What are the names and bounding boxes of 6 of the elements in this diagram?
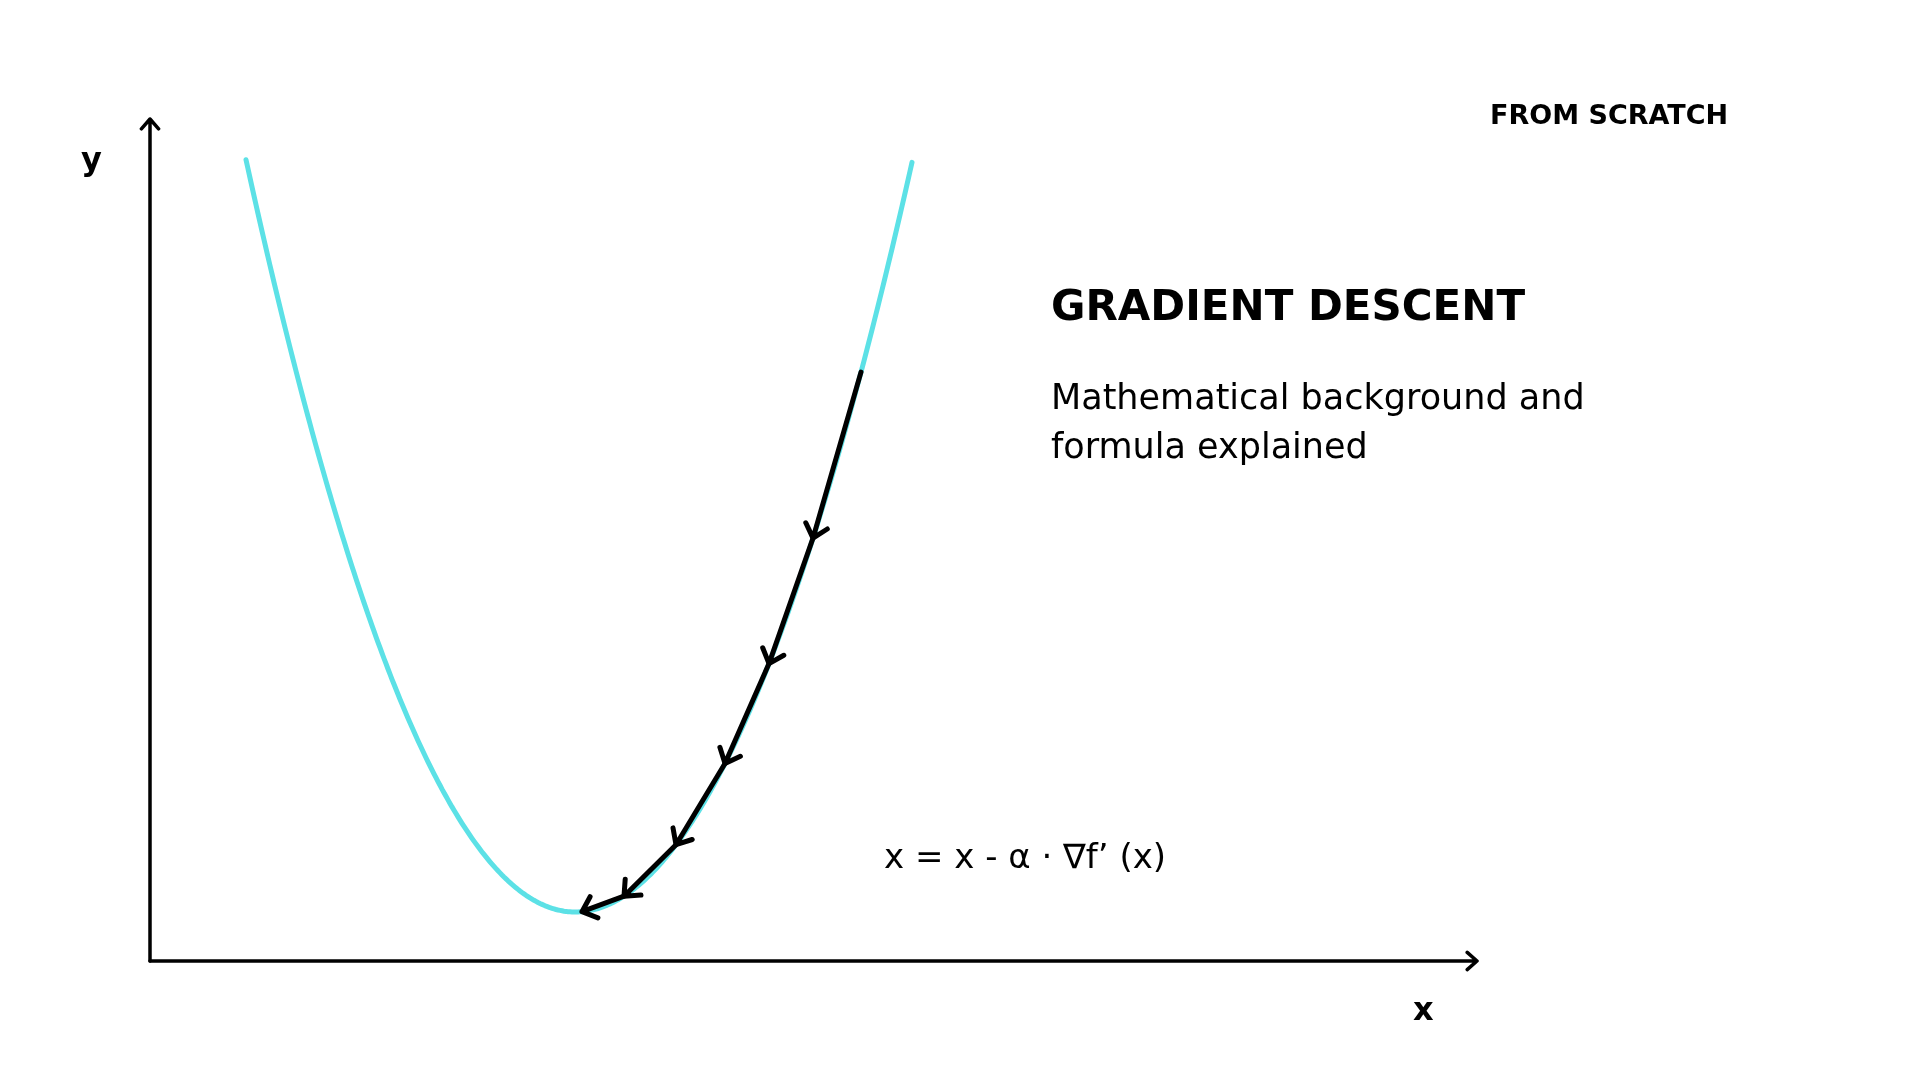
formula: x = x - α · ∇f’ (x): [884, 836, 1167, 877]
title: GRADIENT DESCENT: [1051, 285, 1526, 327]
header-label: FROM SCRATCH: [1490, 101, 1729, 128]
axis-label: x: [1413, 993, 1434, 1025]
subtitle: Mathematical background and formula explained: [1051, 376, 1586, 468]
axis-label: y: [81, 143, 102, 175]
